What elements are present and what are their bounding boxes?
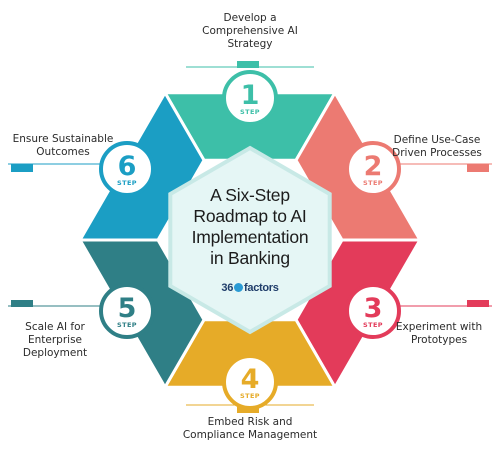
step-6-number: 6 xyxy=(118,151,137,182)
step-1-label: Develop a Comprehensive AI Strategy xyxy=(180,12,320,51)
step-6-step-word: STEP xyxy=(117,179,137,187)
center-title-line-1: A Six-Step xyxy=(210,185,290,205)
step-5-label: Scale AI for Enterprise Deployment xyxy=(8,321,102,360)
step-3-badge-circle xyxy=(345,283,401,339)
step-3-connector xyxy=(386,300,492,307)
logo-text-suffix: factors xyxy=(244,282,279,294)
center-title-line-4: in Banking xyxy=(210,248,290,268)
step-6-connector-tab xyxy=(11,164,33,172)
step-5-connector-tab xyxy=(11,300,33,307)
step-2-number: 2 xyxy=(364,151,383,182)
step-3-connector-tab xyxy=(467,300,489,307)
step-6-connector xyxy=(8,163,114,172)
step-6-label-line-1: Ensure Sustainable xyxy=(12,133,114,145)
step-4-label: Embed Risk and Compliance Management xyxy=(170,416,330,442)
step-4-badge-circle xyxy=(222,354,278,410)
step-2-connector-tab xyxy=(467,164,489,172)
step-5-label-line-3: Deployment xyxy=(22,347,88,359)
step-5-number: 5 xyxy=(118,293,137,324)
step-3-step-word: STEP xyxy=(363,321,383,329)
step-1-label-line-3: Strategy xyxy=(227,38,273,50)
logo-text-prefix: 36 xyxy=(221,282,234,294)
logo-dot-icon xyxy=(234,283,244,292)
step-4-label-line-1: Embed Risk and xyxy=(207,416,293,428)
step-2-label: Define Use-Case Driven Processes xyxy=(378,134,496,160)
step-3-label-line-2: Prototypes xyxy=(410,334,468,346)
step-5-label-line-1: Scale AI for xyxy=(25,321,85,333)
center-title-line-3: Implementation xyxy=(191,227,309,247)
step-6-badge-circle xyxy=(99,141,155,197)
step-2-step-word: STEP xyxy=(363,179,383,187)
step-2-label-line-1: Define Use-Case xyxy=(393,134,481,146)
step-1-connector xyxy=(186,61,314,68)
step-5-label-line-2: Enterprise xyxy=(27,334,82,346)
step-2-connector xyxy=(386,163,492,172)
step-3-number: 3 xyxy=(364,293,383,324)
step-2-label-line-2: Driven Processes xyxy=(392,147,482,159)
center-title: A Six-Step Roadmap to AI Implementation … xyxy=(175,185,325,269)
step-1-number: 1 xyxy=(241,80,260,111)
step-5-connector xyxy=(8,300,114,307)
step-1-connector-tab xyxy=(237,61,259,68)
step-2-badge-circle xyxy=(345,141,401,197)
company-logo: 36 factors xyxy=(212,282,288,294)
step-3-label-line-1: Experiment with xyxy=(395,321,483,333)
step-4-label-line-2: Compliance Management xyxy=(182,429,318,441)
step-1-label-line-1: Develop a xyxy=(223,12,277,24)
step-5-step-word: STEP xyxy=(117,321,137,329)
step-1-step-word: STEP xyxy=(240,108,260,116)
step-4-step-word: STEP xyxy=(240,392,260,400)
step-6-label: Ensure Sustainable Outcomes xyxy=(4,133,122,159)
center-hexagon xyxy=(168,145,332,335)
step-4-number: 4 xyxy=(241,364,260,395)
center-title-line-2: Roadmap to AI xyxy=(193,206,307,226)
step-5-badge-circle xyxy=(99,283,155,339)
step-6-label-line-2: Outcomes xyxy=(36,146,90,158)
step-1-label-line-2: Comprehensive AI xyxy=(202,25,298,37)
step-3-label: Experiment with Prototypes xyxy=(384,321,494,347)
step-1-badge-circle xyxy=(222,70,278,126)
